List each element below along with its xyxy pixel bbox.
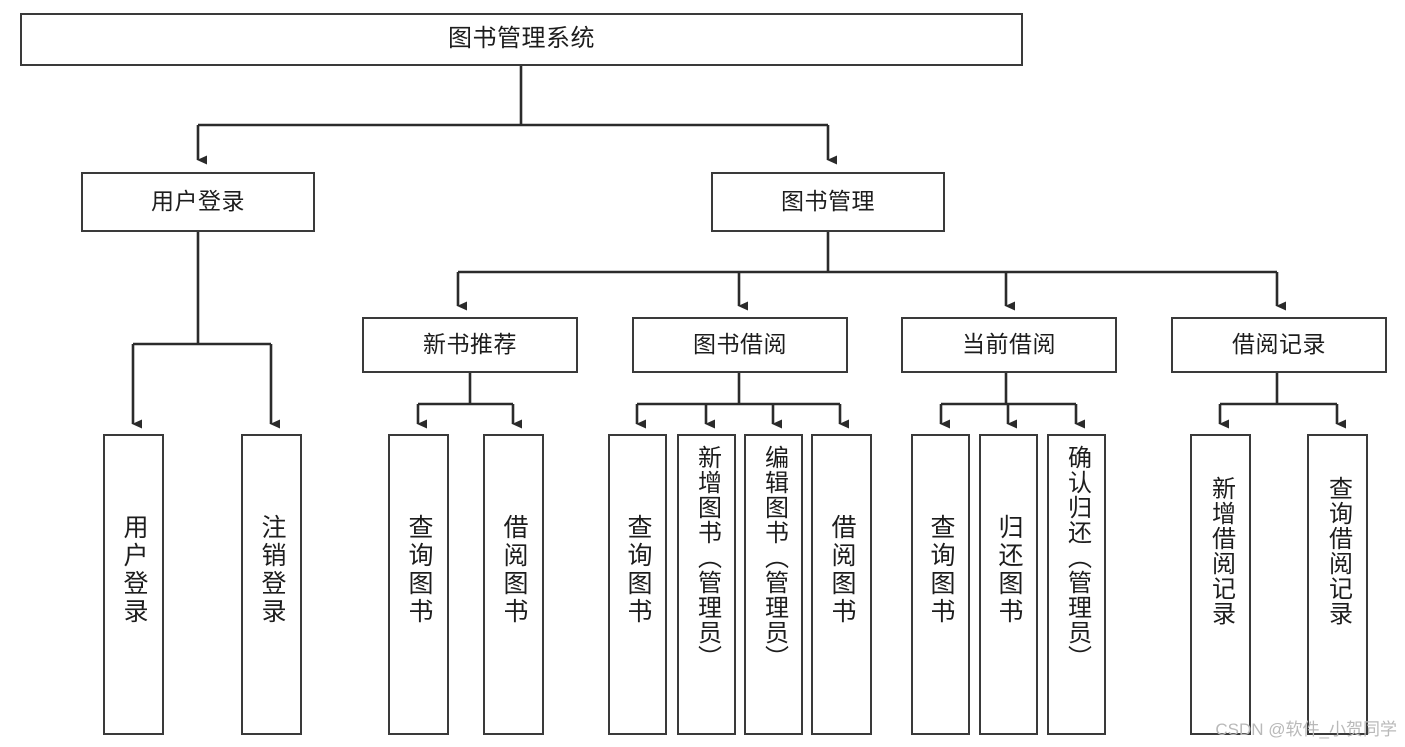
node-leaf-return-book[interactable]: 归还图书 (979, 434, 1038, 735)
node-book-borrow[interactable]: 图书借阅 (632, 317, 848, 373)
node-label: 用户登录 (151, 188, 245, 215)
node-leaf-query-book-recommend[interactable]: 查询图书 (388, 434, 449, 735)
node-label: 查询借阅记录 (1324, 476, 1352, 626)
node-label: 查询图书 (624, 514, 652, 626)
node-label: 查询图书 (405, 514, 433, 626)
node-label: 查询图书 (927, 514, 955, 626)
node-leaf-borrow-book[interactable]: 借阅图书 (811, 434, 872, 735)
node-book-management[interactable]: 图书管理 (711, 172, 945, 232)
node-leaf-add-book-admin[interactable]: 新增图书（管理员） (677, 434, 736, 735)
node-leaf-edit-book-admin[interactable]: 编辑图书（管理员） (744, 434, 803, 735)
node-label: 新书推荐 (423, 331, 517, 358)
node-label: 用户登录 (120, 514, 148, 626)
node-leaf-query-book-current[interactable]: 查询图书 (911, 434, 970, 735)
node-label: 编辑图书（管理员） (760, 445, 788, 670)
node-label: 归还图书 (995, 514, 1023, 626)
node-root-book-management-system[interactable]: 图书管理系统 (20, 13, 1023, 66)
node-new-book-recommend[interactable]: 新书推荐 (362, 317, 578, 373)
node-leaf-confirm-return-admin[interactable]: 确认归还（管理员） (1047, 434, 1106, 735)
csdn-watermark: CSDN @软件_小贺同学 (1215, 720, 1397, 739)
node-label: 确认归还（管理员） (1063, 445, 1091, 670)
node-label: 借阅图书 (500, 514, 528, 626)
node-label: 借阅记录 (1232, 331, 1326, 358)
node-current-borrow[interactable]: 当前借阅 (901, 317, 1117, 373)
node-borrow-record[interactable]: 借阅记录 (1171, 317, 1387, 373)
node-leaf-add-borrow-record[interactable]: 新增借阅记录 (1190, 434, 1251, 735)
node-label: 图书管理 (781, 188, 875, 215)
node-leaf-query-book-borrow[interactable]: 查询图书 (608, 434, 667, 735)
node-label: 当前借阅 (962, 331, 1056, 358)
node-leaf-borrow-book-recommend[interactable]: 借阅图书 (483, 434, 544, 735)
node-label: 借阅图书 (828, 514, 856, 626)
node-label: 图书管理系统 (448, 25, 595, 53)
node-label: 图书借阅 (693, 331, 787, 358)
node-label: 注销登录 (258, 514, 286, 626)
node-label: 新增借阅记录 (1207, 476, 1235, 626)
node-leaf-logout[interactable]: 注销登录 (241, 434, 302, 735)
node-label: 新增图书（管理员） (693, 445, 721, 670)
node-leaf-query-borrow-record[interactable]: 查询借阅记录 (1307, 434, 1368, 735)
node-user-login[interactable]: 用户登录 (81, 172, 315, 232)
node-leaf-user-login[interactable]: 用户登录 (103, 434, 164, 735)
